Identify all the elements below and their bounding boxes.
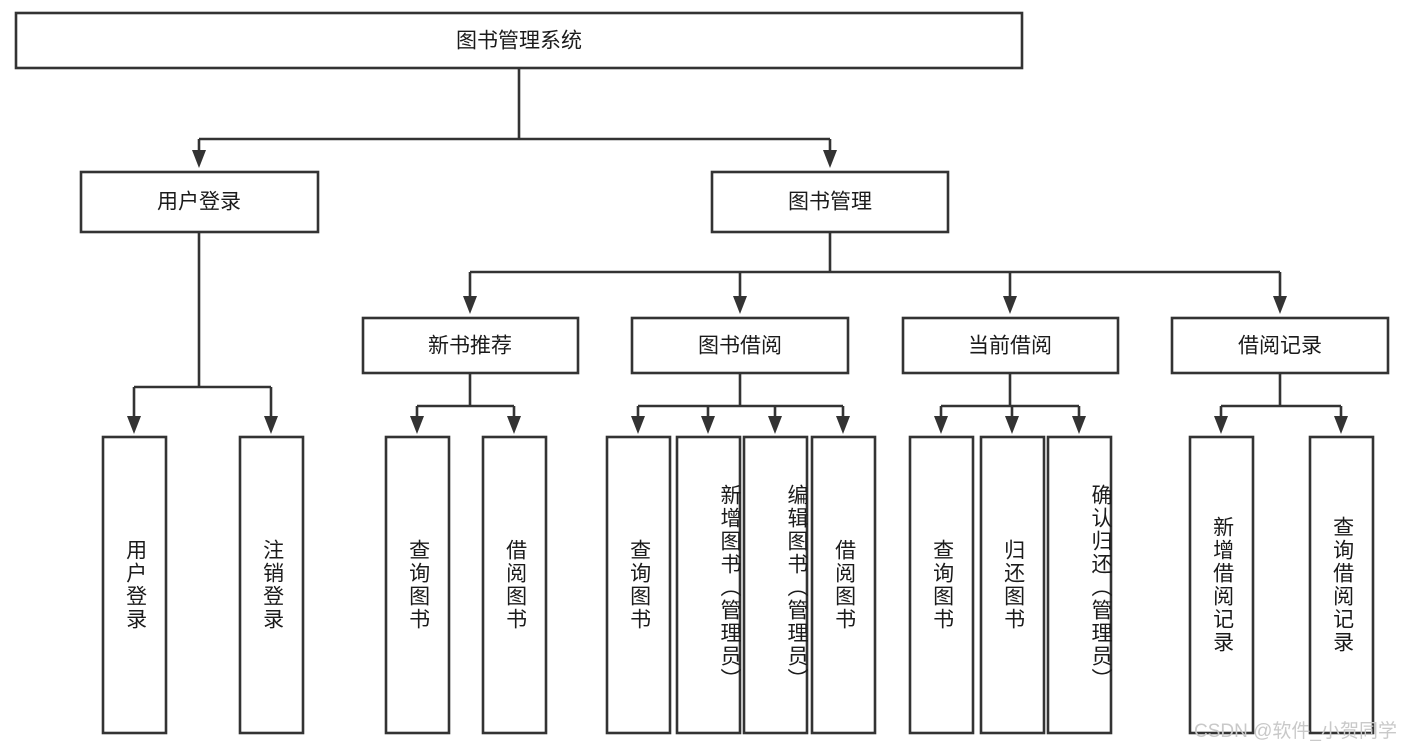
- node-borrow-record[interactable]: 借阅记录: [1170, 316, 1390, 375]
- node-book-borrow-label: 图书借阅: [698, 335, 782, 358]
- node-book-borrow[interactable]: 图书借阅: [630, 316, 850, 375]
- node-user-login-box: [79, 170, 320, 234]
- connector-borrow-record-to-leaves: [1214, 373, 1348, 434]
- connector-book-management-to-level3: [463, 232, 1287, 314]
- leaf-box[interactable]: [384, 435, 451, 735]
- leaf-box[interactable]: [810, 435, 877, 735]
- node-book-management[interactable]: 图书管理: [710, 170, 950, 234]
- leaf-box[interactable]: [908, 435, 975, 735]
- leaf-box[interactable]: [675, 435, 742, 735]
- node-current-borrow[interactable]: 当前借阅: [901, 316, 1120, 375]
- leaf-box[interactable]: [1308, 435, 1375, 735]
- node-new-book-recommend-label: 新书推荐: [428, 335, 512, 358]
- watermark-text: CSDN @软件_小贺同学: [1194, 721, 1397, 742]
- leaf-box[interactable]: [101, 435, 168, 735]
- leaf-box[interactable]: [1046, 435, 1113, 735]
- node-root[interactable]: 图书管理系统: [14, 11, 1024, 70]
- node-borrow-record-label: 借阅记录: [1238, 335, 1322, 358]
- node-new-book-recommend[interactable]: 新书推荐: [361, 316, 580, 375]
- leaf-box[interactable]: [238, 435, 305, 735]
- connector-user-login-to-leaves: [127, 232, 278, 434]
- connector-new-book-recommend-to-leaves: [410, 373, 521, 434]
- node-book-management-label: 图书管理: [788, 191, 872, 214]
- node-user-login[interactable]: 用户登录: [79, 170, 320, 234]
- connector-current-borrow-to-leaves: [934, 373, 1086, 434]
- node-current-borrow-label: 当前借阅: [968, 335, 1052, 358]
- leaf-box[interactable]: [742, 435, 809, 735]
- connector-book-borrow-to-leaves: [631, 373, 850, 434]
- node-root-box: [14, 11, 1024, 70]
- leaf-box[interactable]: [979, 435, 1046, 735]
- node-root-label: 图书管理系统: [456, 30, 582, 53]
- leaf-box[interactable]: [481, 435, 548, 735]
- leaf-box[interactable]: [1188, 435, 1255, 735]
- connector-root-to-level2: [192, 68, 837, 168]
- leaf-box[interactable]: [605, 435, 672, 735]
- node-new-book-recommend-box: [361, 316, 580, 375]
- node-user-login-label: 用户登录: [157, 191, 241, 214]
- node-current-borrow-box: [901, 316, 1120, 375]
